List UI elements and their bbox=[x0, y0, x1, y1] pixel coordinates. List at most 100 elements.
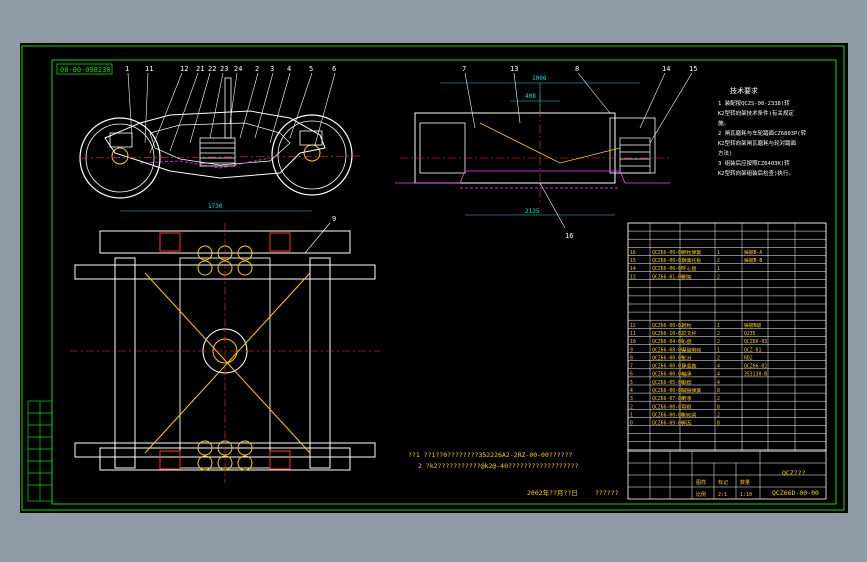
bom-cell: 8 bbox=[717, 388, 720, 394]
bom-cell: QCZ66-00-06 bbox=[652, 388, 684, 394]
brake-shoes bbox=[159, 232, 291, 470]
section-callout-7: 7 bbox=[462, 65, 466, 73]
bom-cell: 14 bbox=[630, 266, 636, 272]
footer-date: 2002年??月??日 bbox=[527, 488, 578, 497]
bom-cell: 铸钢B级 bbox=[744, 322, 761, 329]
bom-cell: QCZ-01 bbox=[744, 347, 761, 353]
bom-cell: 2 bbox=[717, 355, 720, 361]
bom-cell: 13 bbox=[630, 274, 636, 280]
bom-cell: 弹簧托板 bbox=[682, 257, 701, 264]
tech-note-line: 3 组装后应按照CZ6403K(转 bbox=[718, 159, 790, 167]
axle-left bbox=[111, 147, 129, 165]
bom-cell: QCZ66-03 bbox=[744, 339, 767, 345]
left-margin-table bbox=[27, 400, 53, 502]
title-cell-2: 标记 bbox=[718, 479, 728, 486]
wheelset-right bbox=[309, 257, 331, 469]
bom-cell: 0 bbox=[630, 421, 633, 427]
bom-cell: 旁承 bbox=[682, 395, 692, 402]
section-dims bbox=[440, 82, 640, 216]
side-callout-2: 2 bbox=[255, 65, 259, 73]
title-cell-1: 图样 bbox=[696, 479, 706, 486]
bom-cell: 1 bbox=[717, 266, 720, 272]
section-body bbox=[414, 112, 616, 184]
bom-cell: 轮对 bbox=[682, 354, 692, 361]
bom-cell: 15 bbox=[630, 258, 636, 264]
section-callout-bottom: 16 bbox=[565, 232, 573, 240]
bolster-post bbox=[224, 77, 232, 139]
drawing-code-box bbox=[56, 63, 113, 75]
inner-frame bbox=[51, 59, 837, 505]
side-callout-11: 11 bbox=[145, 65, 153, 73]
bom-cell: 铸钢B-A bbox=[744, 249, 762, 256]
bom-cell: QCZ66-04-00 bbox=[652, 339, 684, 345]
bom-cell: RD2 bbox=[744, 355, 753, 361]
title-cell-4: 比例 bbox=[696, 491, 706, 498]
bom-cell: 摇枕弹簧 bbox=[682, 249, 701, 256]
section-hidden-outline bbox=[395, 170, 670, 184]
bom-cell: 制动梁 bbox=[682, 411, 697, 418]
title-block[interactable]: QCZ??? QCZ66D-00-00 图样 标记 数量 比例 2:1 1:10 bbox=[627, 450, 827, 500]
bom-cell: 10 bbox=[630, 339, 636, 345]
bom-cell: 导框 bbox=[682, 403, 692, 410]
bom-cell: 承载鞍 bbox=[682, 363, 697, 370]
side-callout-3: 3 bbox=[270, 65, 274, 73]
bom-cell: 1 bbox=[717, 323, 720, 329]
spring-nest bbox=[199, 137, 236, 167]
section-callout-14: 14 bbox=[662, 65, 670, 73]
title-block-code: QCZ66D-00-00 bbox=[772, 489, 819, 497]
bearing-box-left bbox=[109, 132, 133, 148]
bom-cell: 12 bbox=[630, 323, 636, 329]
bom-cell: 353130-B bbox=[744, 372, 767, 378]
bom-cell: QCZ66-02 bbox=[744, 364, 767, 370]
bom-cell: 交叉杆 bbox=[682, 330, 697, 337]
cross-rod-b bbox=[144, 272, 311, 454]
wheelset-left bbox=[114, 257, 136, 469]
side-callout-21: 21 bbox=[196, 65, 204, 73]
bom-cell: QCZ66-07-00 bbox=[652, 396, 684, 402]
bom-cell: Q235 bbox=[744, 331, 756, 337]
plan-view[interactable]: 9 bbox=[70, 215, 380, 483]
tech-note-line: 2 闸瓦磨耗与车轮踏面CZ6803P(转 bbox=[718, 129, 807, 137]
bom-cell: 铸钢B-B bbox=[744, 257, 762, 264]
side-callout-22: 22 bbox=[208, 65, 216, 73]
tech-note-line: K2型转向架组装后检查)执行。 bbox=[718, 169, 794, 177]
section-callout-8: 8 bbox=[575, 65, 579, 73]
bom-cell: QCZ66-01-00 bbox=[652, 274, 684, 280]
bom-cell: QCZ66-09-00 bbox=[652, 421, 684, 427]
tech-note-line: K2型转向架技术条件)有关规定 bbox=[718, 109, 794, 117]
side-callout-24: 24 bbox=[234, 65, 242, 73]
bom-cell: QCZ66-00-03 bbox=[652, 258, 684, 264]
bom-cell: 8 bbox=[717, 421, 720, 427]
section-brake-link bbox=[479, 122, 621, 164]
tech-notes: 技术要求 1 装配按QCZS-00-2338(转K2型转向架技术条件)有关规定施… bbox=[718, 86, 807, 177]
bearing-box-right bbox=[299, 130, 323, 146]
bom-cell: 2 bbox=[717, 396, 720, 402]
tech-note-line: 方法) bbox=[718, 149, 732, 157]
bom-cell: 2 bbox=[630, 404, 633, 410]
cad-drawing[interactable]: 00-00-098230 bbox=[20, 43, 848, 513]
section-dim-3: 2135 bbox=[525, 208, 540, 215]
plan-note-2: 2 ?k2???????????@k2@-40?????????????????… bbox=[418, 462, 579, 470]
section-axle-box-right bbox=[609, 117, 656, 174]
plan-note-1: ??1 ??1??0????????352226A2-2RZ-00-00????… bbox=[408, 451, 572, 459]
bom-cell: QCZ66-00-02 bbox=[652, 323, 684, 329]
tech-note-line: K2型转向架闸瓦磨耗与轮对踏面 bbox=[718, 139, 797, 147]
side-callout-4: 4 bbox=[287, 65, 291, 73]
bom-cell: QCZ66-00-00 bbox=[652, 250, 684, 256]
bom-cell: 1 bbox=[717, 347, 720, 353]
bom-cell: 5 bbox=[630, 380, 633, 386]
section-dim-1: 1006 bbox=[532, 75, 547, 82]
plan-callout-9: 9 bbox=[332, 215, 336, 223]
wheel-right-inner bbox=[277, 120, 347, 190]
section-dim-2: 408 bbox=[525, 93, 536, 100]
tech-note-line: 1 装配按QCZS-00-2338(转 bbox=[718, 99, 790, 107]
bom-cell: 4 bbox=[717, 364, 720, 370]
bom-cell: QCZ66-10-02 bbox=[652, 331, 684, 337]
title-cell-3: 数量 bbox=[740, 479, 750, 486]
bom-cell: QCZ66-00-08 bbox=[652, 412, 684, 418]
